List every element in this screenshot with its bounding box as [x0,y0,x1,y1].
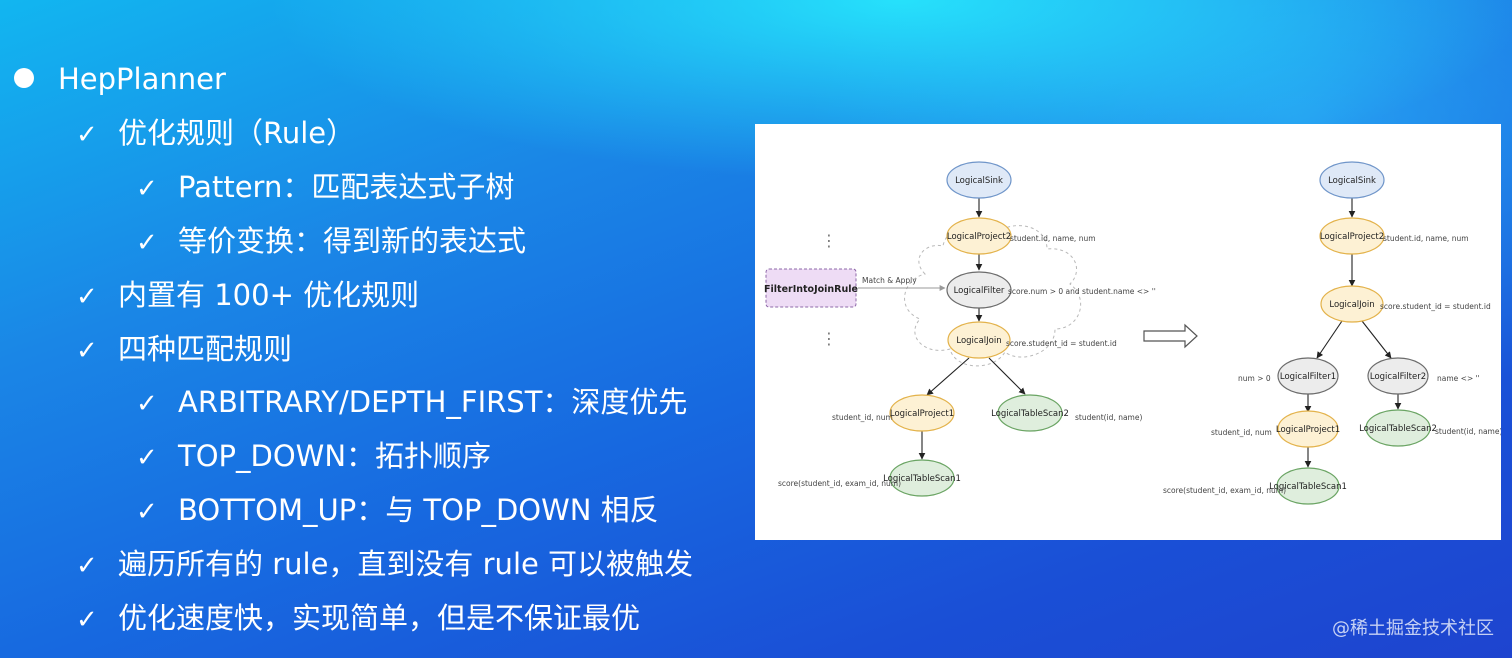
bullet-item: ✓ 内置有 100+ 优化规则 [76,278,419,314]
match-apply-label: Match & Apply [862,276,917,285]
node-logical-filter2 [1367,357,1429,395]
ellipsis-top: ⋮ [821,231,837,250]
node-logical-table-scan1 [1276,467,1340,505]
node-annotation: score.student_id = student.id [1380,302,1491,311]
node-annotation: student.id, name, num [1010,234,1096,243]
check-icon: ✓ [136,389,158,419]
node-label: LogicalProject2 [1320,232,1384,242]
bullet-item: ✓ 优化速度快，实现简单，但是不保证最优 [76,601,640,637]
bullet-text: Pattern：匹配表达式子树 [178,170,515,204]
bullet-item: ✓ BOTTOM_UP：与 TOP_DOWN 相反 [136,493,659,529]
node-annotation: student_id, num [832,413,893,422]
node-label: LogicalProject1 [890,409,954,419]
check-icon: ✓ [136,443,158,473]
bullet-text: 四种匹配规则 [118,332,293,366]
node-label: LogicalFilter2 [1370,372,1426,382]
edge [1316,320,1343,359]
ellipsis-bottom: ⋮ [821,329,837,348]
rule-box [765,268,857,308]
node-annotation: score.num > 0 and student.name <> '' [1008,287,1156,296]
check-icon: ✓ [76,551,98,581]
bullet-text: 等价变换：得到新的表达式 [178,224,527,258]
node-label: LogicalSink [955,176,1003,186]
node-label: LogicalSink [1328,176,1376,186]
bullet-text: ARBITRARY/DEPTH_FIRST：深度优先 [178,385,688,419]
plan-diagram: ⋮ ⋮ FilterIntoJoinRule Match & Apply Log… [755,124,1501,540]
node-logical-project2 [1319,217,1385,255]
node-logical-project2 [946,217,1012,255]
check-icon: ✓ [76,120,98,150]
bullet-text: BOTTOM_UP：与 TOP_DOWN 相反 [178,493,659,527]
check-icon: ✓ [76,282,98,312]
node-logical-join [1320,285,1384,323]
node-logical-table-scan2 [1365,409,1431,447]
node-label: LogicalJoin [956,336,1001,346]
plan-diagram-svg: ⋮ ⋮ FilterIntoJoinRule Match & Apply Log… [764,161,1501,505]
check-icon: ✓ [76,336,98,366]
bullet-item: ✓ 遍历所有的 rule，直到没有 rule 可以被触发 [76,547,693,583]
slide-content: HepPlanner ✓优化规则（Rule） ✓Pattern：匹配表达式子树 … [0,0,740,658]
bullet-item: ✓ 等价变换：得到新的表达式 [136,224,526,260]
node-logical-table-scan2 [997,394,1063,432]
site-watermark: @稀土掘金技术社区 [1332,618,1494,639]
node-label: LogicalTableScan1 [883,474,961,484]
bullet-item: ✓ TOP_DOWN：拓扑顺序 [136,439,491,475]
bullet-text: 优化速度快，实现简单，但是不保证最优 [118,601,641,635]
node-annotation: student.id, name, num [1383,234,1469,243]
bullet-dot-icon [14,68,34,88]
node-label: LogicalJoin [1329,300,1374,310]
node-logical-filter1 [1277,357,1339,395]
node-logical-sink [946,161,1012,199]
node-label: LogicalProject1 [1276,425,1340,435]
node-label: LogicalTableScan2 [991,409,1069,419]
node-logical-join [947,321,1011,359]
bullet-item: ✓ Pattern：匹配表达式子树 [136,170,514,206]
node-logical-sink [1319,161,1385,199]
bullet-item: ✓ 四种匹配规则 [76,332,292,368]
bullet-text: TOP_DOWN：拓扑顺序 [178,439,492,473]
rule-box-label: FilterIntoJoinRule [764,284,858,295]
node-logical-project1 [1277,410,1339,448]
node-logical-table-scan1 [889,459,955,497]
bullet-text: 内置有 100+ 优化规则 [118,278,420,312]
node-annotation: num > 0 [1238,374,1271,383]
bullet-item: ✓ 优化规则（Rule） [76,116,355,152]
node-label: LogicalTableScan2 [1359,424,1437,434]
node-label: LogicalProject2 [947,232,1011,242]
node-annotation: student(id, name) [1075,413,1142,422]
edge [1361,320,1392,359]
node-logical-project1 [889,394,955,432]
edge [988,357,1026,395]
check-icon: ✓ [136,497,158,527]
node-label: LogicalFilter [954,286,1005,296]
node-label: LogicalFilter1 [1280,372,1336,382]
node-annotation: score.student_id = student.id [1006,339,1117,348]
node-annotation: student_id, num [1211,428,1272,437]
node-annotation: score(student_id, exam_id, num) [1163,486,1286,495]
node-label: LogicalTableScan1 [1269,482,1347,492]
edge [926,357,970,396]
node-logical-filter [946,271,1012,309]
check-icon: ✓ [76,605,98,635]
node-annotation: name <> '' [1437,374,1480,383]
transform-arrow-icon [1143,323,1198,349]
check-icon: ✓ [136,174,158,204]
bullet-text: 优化规则（Rule） [118,116,356,150]
node-annotation: score(student_id, exam_id, num) [778,479,901,488]
check-icon: ✓ [136,228,158,258]
bullet-text: 遍历所有的 rule，直到没有 rule 可以被触发 [118,547,694,581]
bullet-item: ✓ ARBITRARY/DEPTH_FIRST：深度优先 [136,385,687,421]
node-annotation: student(id, name) [1435,427,1501,436]
slide-title: HepPlanner [58,62,226,96]
